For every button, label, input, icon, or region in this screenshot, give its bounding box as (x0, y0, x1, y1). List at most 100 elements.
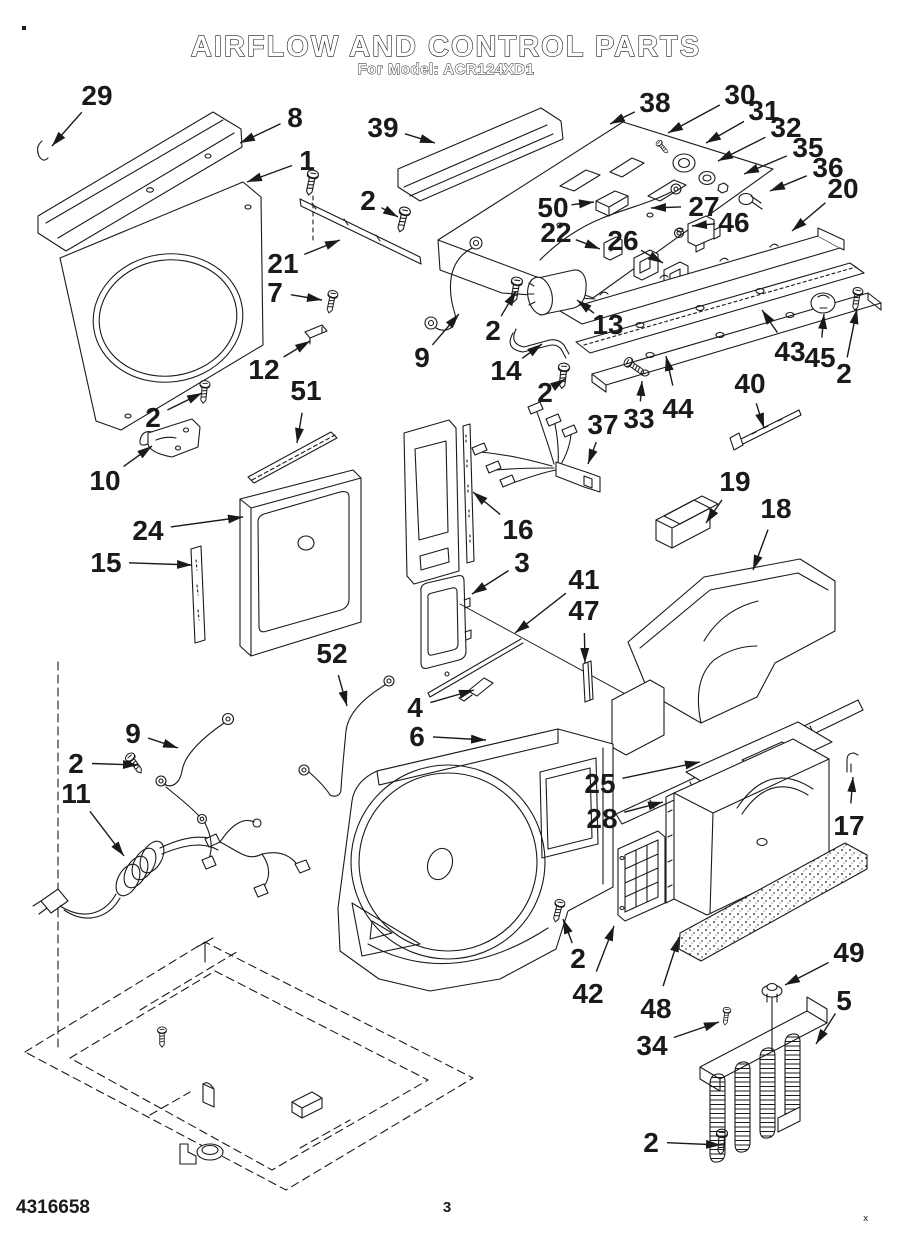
callout-43: 43 (761, 309, 806, 367)
callout-number: 12 (248, 354, 279, 385)
part-37-harness (471, 401, 601, 493)
callout-arrow (673, 1021, 720, 1039)
part-front-panel (59, 181, 264, 431)
callout-arrow (666, 1139, 722, 1149)
callout-44: 44 (662, 355, 694, 424)
callout-number: 5 (836, 985, 852, 1016)
callout-8: 8 (239, 102, 303, 144)
callout-37: 37 (587, 409, 619, 465)
callout-34: 34 (636, 1021, 720, 1061)
callout-number: 15 (90, 547, 121, 578)
callout-number: 48 (640, 993, 671, 1024)
part-17-clip (846, 752, 859, 773)
callout-arrow (500, 290, 517, 317)
callout-46: 46 (691, 207, 750, 238)
callout-49: 49 (784, 937, 865, 986)
callout-2: 2 (562, 918, 586, 974)
part-43-rail (575, 262, 865, 354)
callout-11: 11 (61, 778, 125, 857)
callout-2: 2 (145, 392, 203, 433)
part-21-bracket (299, 195, 422, 265)
part-9-ground-wire-lower (155, 712, 235, 870)
callout-33: 33 (623, 380, 655, 434)
callout-arrow (91, 760, 139, 770)
callout-52: 52 (316, 638, 348, 707)
callout-number: 18 (760, 493, 791, 524)
callout-9: 9 (414, 313, 460, 373)
part-20-escutcheon (559, 227, 845, 325)
callout-arrow (170, 514, 244, 528)
callout-number: 4 (407, 692, 423, 723)
part-32-knob (698, 170, 716, 186)
part-48-insulation (678, 842, 868, 962)
callout-41: 41 (514, 564, 600, 634)
callout-number: 1 (299, 145, 315, 176)
callout-22: 22 (540, 217, 601, 250)
part-44-rail (591, 292, 882, 393)
callout-arrow (246, 164, 293, 183)
callout-number: 9 (125, 718, 141, 749)
callout-number: 17 (833, 810, 864, 841)
callout-number: 6 (409, 721, 425, 752)
callout-number: 37 (587, 409, 618, 440)
callout-arrow (667, 104, 721, 134)
callout-number: 38 (639, 87, 670, 118)
page-number: 3 (443, 1199, 451, 1216)
callout-arrow (521, 343, 543, 359)
callout-arrow (283, 340, 311, 358)
callout-number: 41 (568, 564, 599, 595)
callout-number: 40 (734, 368, 765, 399)
callout-number: 24 (132, 515, 164, 546)
callout-number: 21 (267, 248, 298, 279)
callout-number: 16 (502, 514, 533, 545)
callout-number: 45 (804, 342, 835, 373)
callout-arrow (846, 308, 859, 358)
callout-arrow (622, 760, 701, 779)
callout-number: 46 (718, 207, 749, 238)
doc-number: 4316658 (16, 1197, 90, 1218)
part-3-frame (420, 575, 641, 703)
part-47-pin (582, 660, 594, 703)
callout-39: 39 (367, 112, 436, 144)
callout-number: 11 (61, 778, 91, 809)
callout-45: 45 (804, 313, 836, 373)
callout-12: 12 (248, 340, 311, 385)
callout-9: 9 (125, 718, 179, 749)
callout-arrow (167, 392, 203, 411)
callout-number: 31 (748, 95, 779, 126)
part-40-strip (729, 409, 802, 451)
callout-number: 44 (662, 393, 694, 424)
callout-number: 29 (81, 80, 112, 111)
callout-number: 2 (537, 377, 553, 408)
callout-arrow (595, 925, 615, 972)
callout-arrow (755, 403, 765, 429)
callout-arrow (549, 378, 566, 391)
scan-artifact-dot (22, 26, 26, 30)
callout-number: 22 (540, 217, 571, 248)
callout-arrow (571, 199, 595, 209)
part-10-bracket (139, 418, 201, 458)
callout-27: 27 (650, 191, 720, 222)
part-4-latch (458, 677, 494, 702)
callout-number: 25 (584, 768, 615, 799)
callout-2: 2 (836, 308, 859, 389)
callout-47: 47 (568, 595, 600, 664)
callout-number: 34 (636, 1030, 668, 1061)
callout-40: 40 (734, 368, 766, 429)
part-24-panel (239, 469, 362, 657)
callout-2: 2 (537, 377, 566, 408)
part-14-strap (509, 328, 570, 359)
callout-51: 51 (290, 375, 322, 444)
part-8-top-panel (37, 111, 243, 252)
callout-arrow (784, 961, 829, 986)
callout-arrow (743, 155, 788, 175)
callout-18: 18 (752, 493, 792, 571)
callout-50: 50 (537, 192, 595, 223)
part-18-scroll (611, 558, 836, 756)
callout-arrow (791, 202, 826, 232)
callout-5: 5 (815, 985, 852, 1045)
callout-arrow (304, 239, 341, 256)
callout-2: 2 (68, 748, 139, 779)
callout-10: 10 (89, 445, 153, 496)
callout-number: 26 (607, 225, 638, 256)
